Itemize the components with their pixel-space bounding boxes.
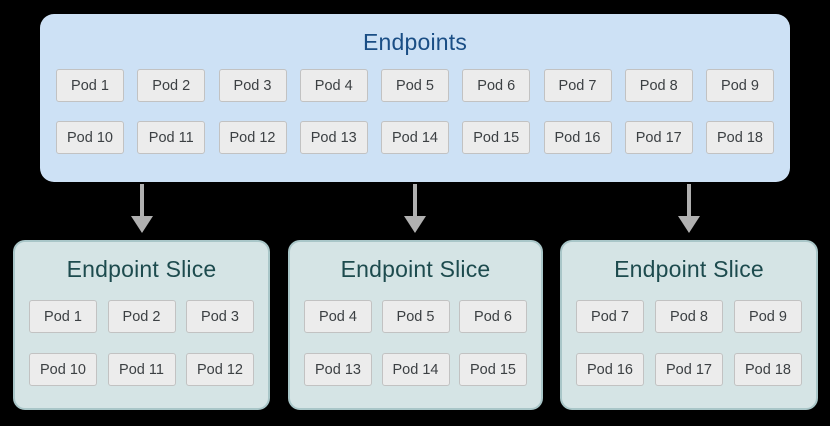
pod: Pod 9 bbox=[734, 300, 802, 333]
pod: Pod 7 bbox=[543, 69, 612, 102]
pod: Pod 18 bbox=[706, 121, 774, 154]
endpoint-slice-title: Endpoint Slice bbox=[340, 256, 491, 282]
pod: Pod 3 bbox=[186, 300, 254, 333]
arrow-down-icon bbox=[678, 184, 700, 234]
arrow-head bbox=[404, 216, 426, 233]
pod: Pod 10 bbox=[56, 121, 124, 154]
endpoints-box: Endpoints Pod 1 Pod 2 Pod 3 Pod 4 Pod 5 … bbox=[40, 14, 790, 182]
arrow-stem bbox=[687, 184, 691, 216]
pod: Pod 5 bbox=[381, 300, 450, 333]
endpoints-title: Endpoints bbox=[362, 29, 468, 55]
pod: Pod 11 bbox=[137, 121, 206, 154]
pod: Pod 2 bbox=[107, 300, 176, 333]
pod: Pod 11 bbox=[107, 353, 176, 386]
pod: Pod 10 bbox=[29, 353, 97, 386]
arrow-down-icon bbox=[404, 184, 426, 234]
pod: Pod 13 bbox=[304, 353, 372, 386]
pod: Pod 14 bbox=[381, 121, 449, 154]
slice-pod-row-2: Pod 10 Pod 11 Pod 12 bbox=[15, 353, 268, 386]
pod: Pod 16 bbox=[543, 121, 612, 154]
pod: Pod 12 bbox=[218, 121, 287, 154]
pod: Pod 6 bbox=[459, 300, 527, 333]
pod: Pod 17 bbox=[624, 121, 693, 154]
pod: Pod 12 bbox=[186, 353, 254, 386]
pod: Pod 8 bbox=[655, 300, 723, 333]
endpoint-slice-title: Endpoint Slice bbox=[66, 256, 217, 282]
endpoints-pod-row-2: Pod 10 Pod 11 Pod 12 Pod 13 Pod 14 Pod 1… bbox=[40, 121, 790, 154]
slice-pod-row-1: Pod 1 Pod 2 Pod 3 bbox=[15, 300, 268, 333]
pod: Pod 13 bbox=[299, 121, 368, 154]
slice-pod-row-2: Pod 13 Pod 14 Pod 15 bbox=[290, 353, 541, 386]
pod: Pod 4 bbox=[304, 300, 372, 333]
pod: Pod 5 bbox=[381, 69, 449, 102]
pod: Pod 16 bbox=[576, 353, 644, 386]
endpoints-pod-row-1: Pod 1 Pod 2 Pod 3 Pod 4 Pod 5 Pod 6 Pod … bbox=[40, 69, 790, 102]
pod: Pod 18 bbox=[734, 353, 802, 386]
pod: Pod 15 bbox=[459, 353, 527, 386]
endpoint-slice-box-2: Endpoint Slice Pod 4 Pod 5 Pod 6 Pod 13 … bbox=[288, 240, 543, 410]
pod: Pod 1 bbox=[29, 300, 97, 333]
arrow-stem bbox=[140, 184, 144, 216]
arrow-head bbox=[131, 216, 153, 233]
pod: Pod 8 bbox=[624, 69, 693, 102]
slice-pod-row-2: Pod 16 Pod 17 Pod 18 bbox=[562, 353, 816, 386]
arrow-stem bbox=[413, 184, 417, 216]
pod: Pod 17 bbox=[655, 353, 723, 386]
endpoint-slice-box-3: Endpoint Slice Pod 7 Pod 8 Pod 9 Pod 16 … bbox=[560, 240, 818, 410]
pod: Pod 1 bbox=[56, 69, 124, 102]
arrow-down-icon bbox=[131, 184, 153, 234]
pod: Pod 7 bbox=[576, 300, 644, 333]
endpoint-slice-box-1: Endpoint Slice Pod 1 Pod 2 Pod 3 Pod 10 … bbox=[13, 240, 270, 410]
endpoint-slice-title: Endpoint Slice bbox=[614, 256, 764, 282]
slice-pod-row-1: Pod 4 Pod 5 Pod 6 bbox=[290, 300, 541, 333]
pod: Pod 14 bbox=[381, 353, 450, 386]
pod: Pod 2 bbox=[137, 69, 206, 102]
pod: Pod 9 bbox=[706, 69, 774, 102]
pod: Pod 3 bbox=[218, 69, 287, 102]
pod: Pod 6 bbox=[462, 69, 531, 102]
pod: Pod 4 bbox=[299, 69, 368, 102]
pod: Pod 15 bbox=[462, 121, 531, 154]
arrow-head bbox=[678, 216, 700, 233]
slice-pod-row-1: Pod 7 Pod 8 Pod 9 bbox=[562, 300, 816, 333]
